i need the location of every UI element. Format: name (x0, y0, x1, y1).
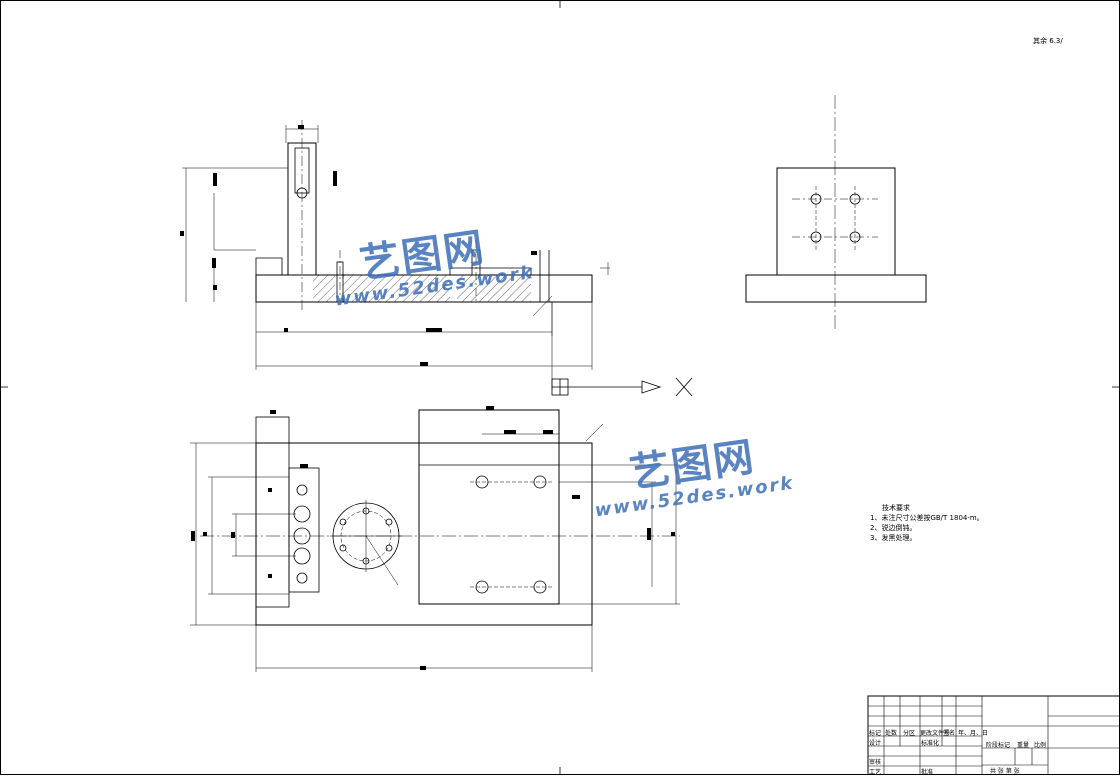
roughness-value: 6.3/ (1049, 37, 1063, 45)
tb-scale: 比例 (1034, 742, 1047, 749)
technical-requirements-title: 技术要求 (882, 504, 910, 512)
tb-process: 工艺 (869, 769, 882, 776)
tb-zone: 分区 (903, 730, 916, 737)
projection-symbol (551, 377, 693, 397)
tb-weight: 重量 (1017, 742, 1030, 749)
technical-requirements: 技术要求 1、未注尺寸公差按GB/T 1804-m。 2、锐边倒钝。 3、发黑处… (870, 503, 984, 543)
tb-mark: 标记 (869, 730, 882, 737)
side-view (745, 95, 927, 330)
requirement-item-2: 2、锐边倒钝。 (870, 524, 917, 532)
title-block (867, 695, 1120, 775)
tb-approve: 批准 (921, 769, 934, 776)
tb-change-doc: 更改文件号 (920, 730, 951, 737)
tb-design: 设计 (869, 740, 882, 747)
requirement-item-3: 3、发黑处理。 (870, 534, 917, 542)
roughness-note: 其余 6.3/ (1033, 36, 1063, 46)
tb-count: 处数 (885, 730, 898, 737)
tb-sheet-count: 共 张 第 张 (990, 768, 1020, 775)
top-view (190, 406, 680, 672)
tb-stage-mark: 阶段标记 (986, 742, 1011, 749)
tb-review: 审核 (869, 759, 882, 766)
requirement-item-1: 1、未注尺寸公差按GB/T 1804-m。 (870, 514, 984, 522)
tb-date: 年、月、日 (958, 730, 989, 737)
roughness-label: 其余 (1033, 37, 1047, 45)
tb-standardize: 标准化 (921, 740, 940, 747)
tb-signature: 签名 (943, 730, 956, 737)
front-view (180, 120, 610, 390)
